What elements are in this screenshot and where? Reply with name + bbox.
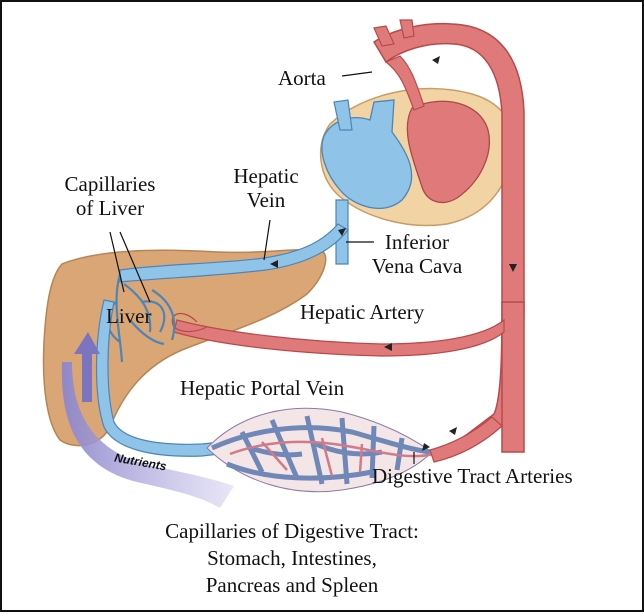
digestive-capillaries-line-1: Capillaries of Digestive Tract: (102, 518, 482, 545)
aorta-label: Aorta (278, 66, 326, 90)
digestive-tract-arteries-vessel (430, 417, 502, 462)
hepatic-portal-vein-label: Hepatic Portal Vein (180, 376, 344, 400)
digestive-capillaries-caption: Capillaries of Digestive Tract: Stomach,… (102, 518, 482, 599)
inferior-vena-cava-label: Inferior Vena Cava (352, 230, 482, 278)
capillaries-of-liver-line-1: Capillaries (44, 172, 176, 196)
hepatic-artery-label: Hepatic Artery (300, 300, 424, 324)
digestive-capillaries-line-2: Stomach, Intestines, (102, 545, 482, 572)
liver-label: Liver (106, 304, 151, 328)
capillaries-of-liver-line-2: of Liver (44, 196, 176, 220)
descending-aorta (502, 302, 524, 452)
digestive-tract-arteries-label: Digestive Tract Arteries (372, 464, 573, 488)
hepatic-vein-line-1: Hepatic (212, 164, 320, 188)
hepatic-vein-line-2: Vein (212, 188, 320, 212)
inferior-vena-cava-line-2: Vena Cava (352, 254, 482, 278)
capillaries-of-liver-label: Capillaries of Liver (44, 172, 176, 220)
hepatic-vein-label: Hepatic Vein (212, 164, 320, 212)
inferior-vena-cava-line-1: Inferior (352, 230, 482, 254)
digestive-capillaries-line-3: Pancreas and Spleen (102, 572, 482, 599)
